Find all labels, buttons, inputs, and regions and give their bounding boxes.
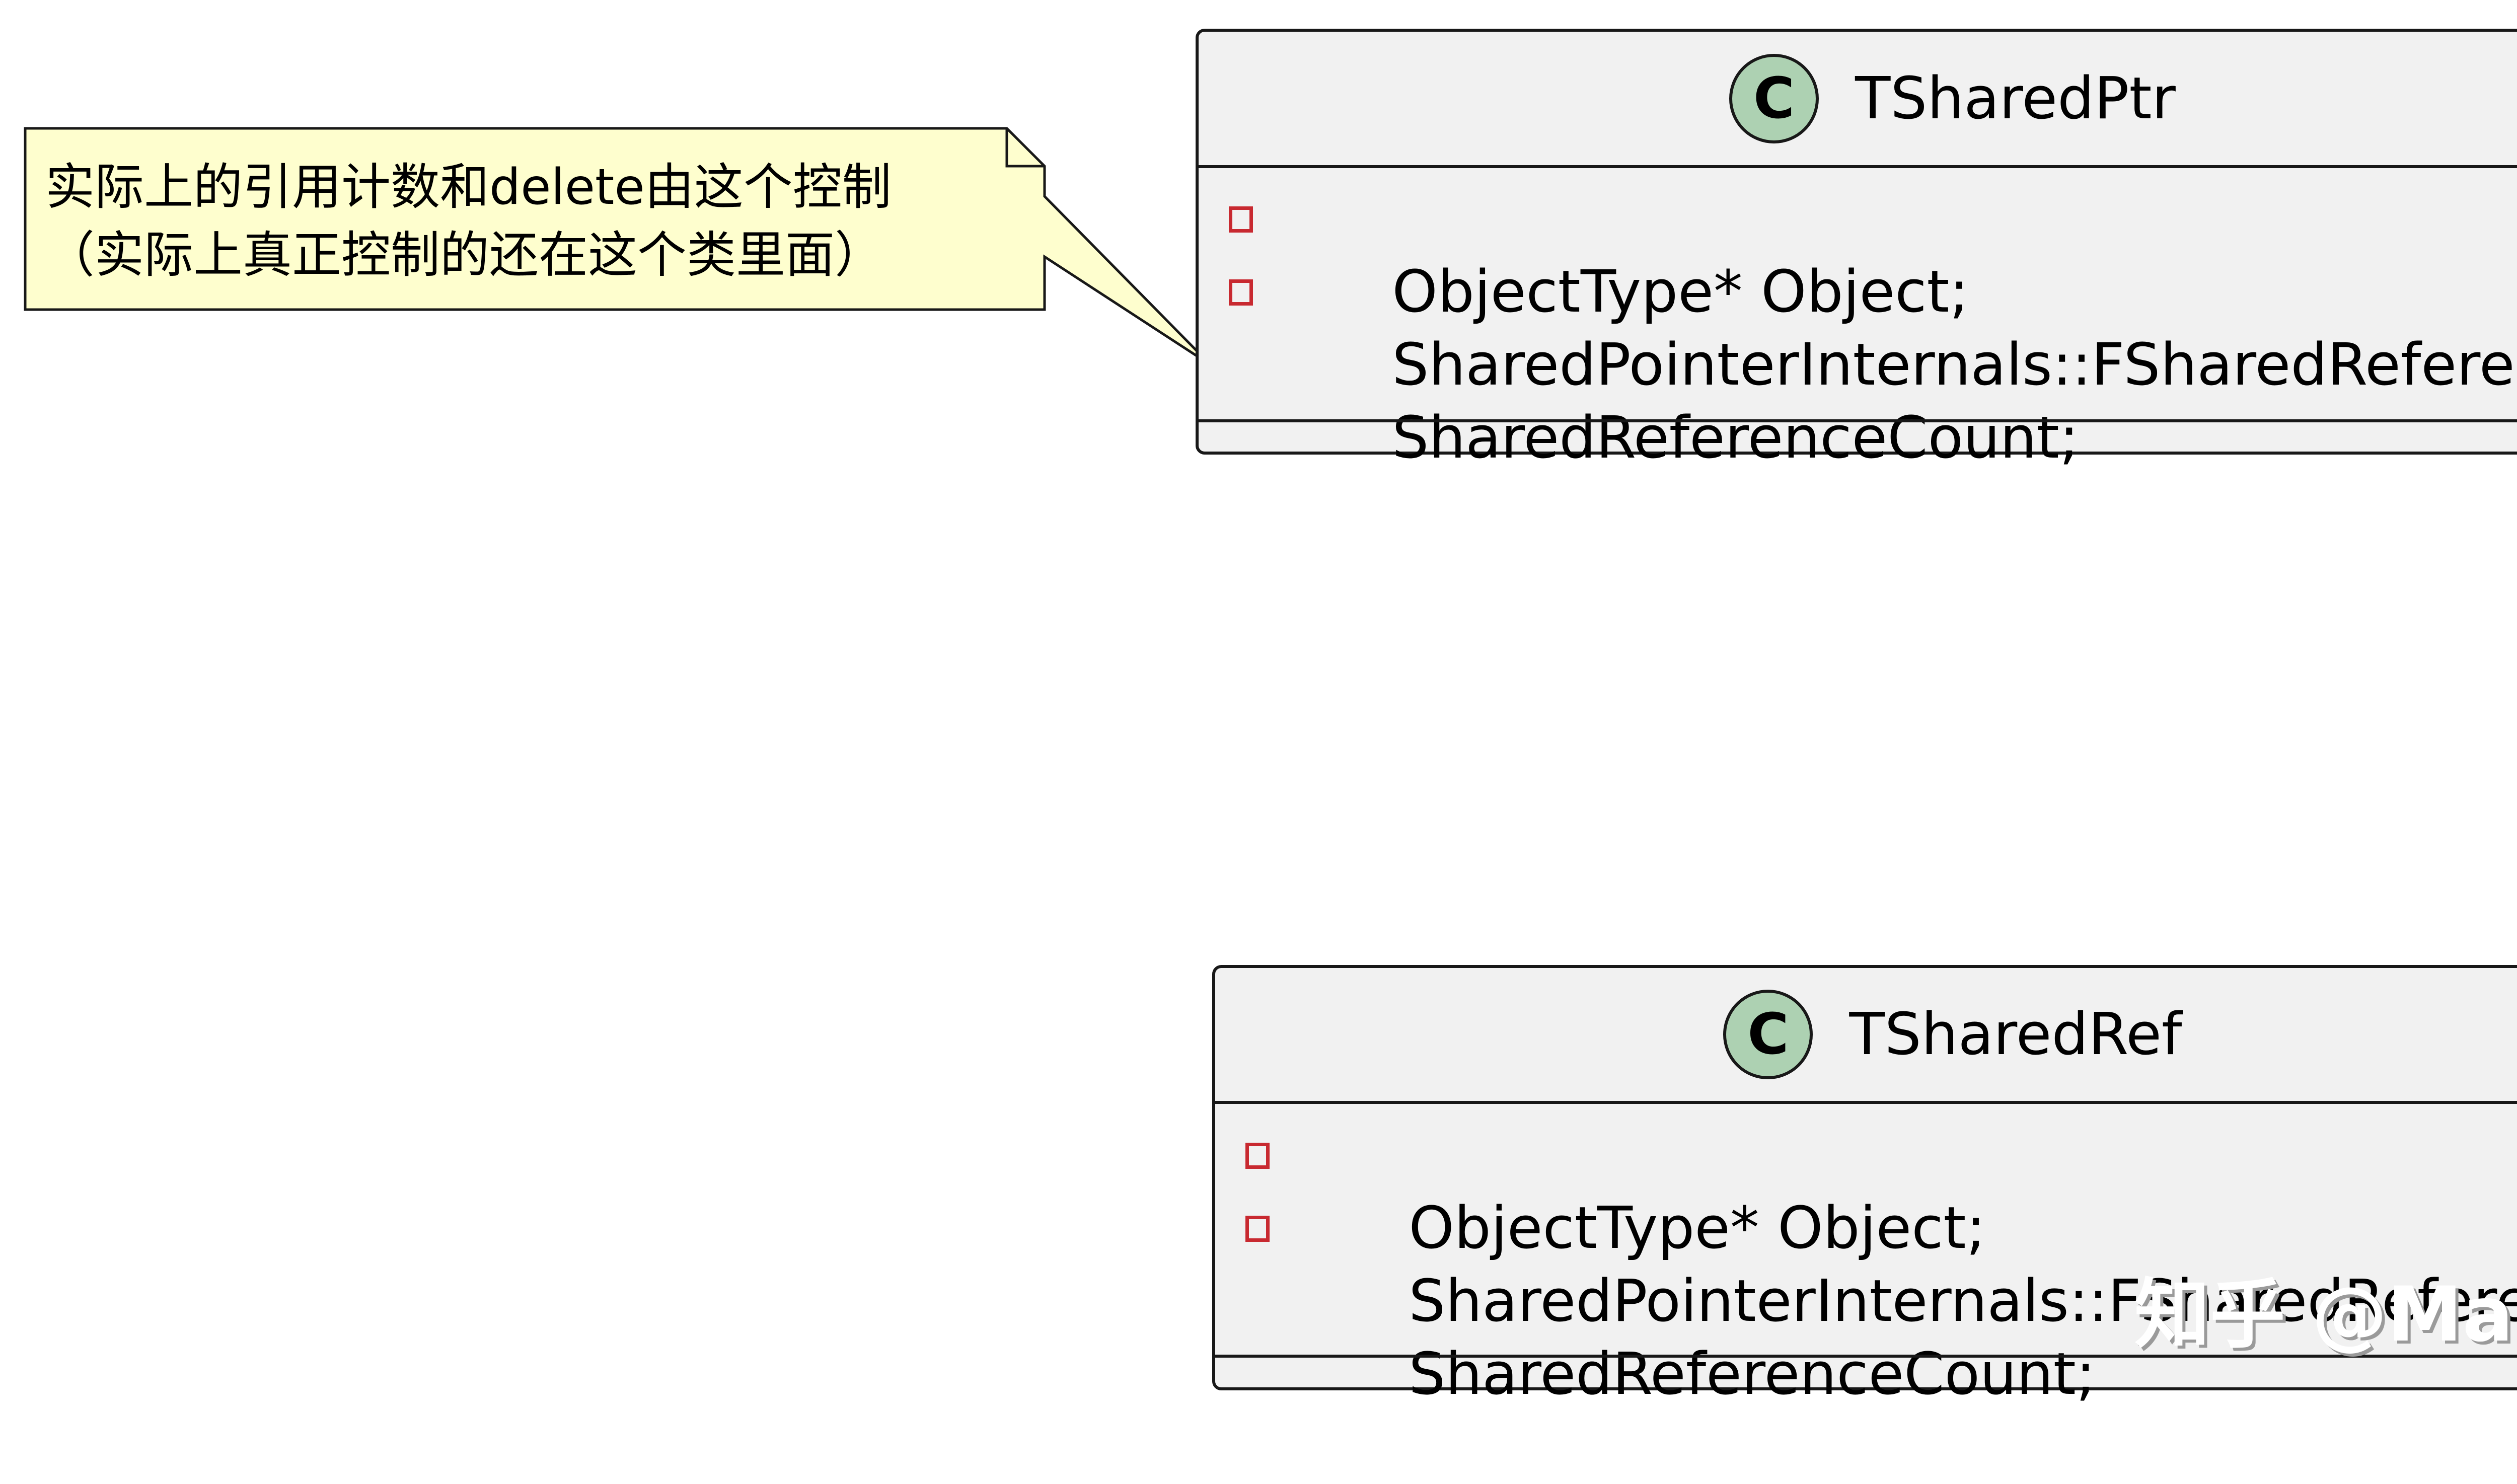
class-tsharedptr[interactable]: C TSharedPtr ObjectType* Object; SharedP… (1196, 29, 2517, 472)
class-tsharedref[interactable]: C TSharedRef ObjectType* Object; SharedP… (1212, 965, 2517, 1408)
class-name: TSharedRef (1849, 1001, 2182, 1068)
private-visibility-icon (1229, 206, 1253, 233)
class-header: C TSharedRef (1215, 968, 2517, 1104)
private-visibility-icon (1245, 1143, 1270, 1169)
class-header: C TSharedPtr (1199, 32, 2517, 168)
attribute-row: ObjectType* Object; (1229, 183, 1969, 402)
attribute-row: SharedPointerInternals::FSharedReference… (1229, 256, 2517, 475)
note-text: 实际上的引用计数和delete由这个控制 （实际上真正控制的还在这个类里面） (45, 154, 892, 289)
watermark: 知乎 @Master (2134, 1271, 2517, 1359)
class-badge-icon: C (1723, 990, 1813, 1079)
private-visibility-icon (1245, 1216, 1270, 1242)
private-visibility-icon (1229, 279, 1253, 306)
class-badge-icon: C (1729, 53, 1819, 143)
attribute-row: ObjectType* Object; (1245, 1119, 1985, 1338)
class-name: TSharedPtr (1855, 64, 2176, 132)
note-line-2: （实际上真正控制的还在这个类里面） (45, 227, 884, 284)
operations-section (1199, 419, 2517, 453)
attribute-row-continuation: SharedReferenceCount; (1392, 404, 2079, 472)
attribute-row: SharedPointerInternals::FSharedReference… (1245, 1192, 2517, 1411)
operations-section (1215, 1355, 2517, 1388)
note-line-1: 实际上的引用计数和delete由这个控制 (45, 159, 892, 216)
attribute-row-continuation: SharedReferenceCount; (1409, 1341, 2096, 1408)
